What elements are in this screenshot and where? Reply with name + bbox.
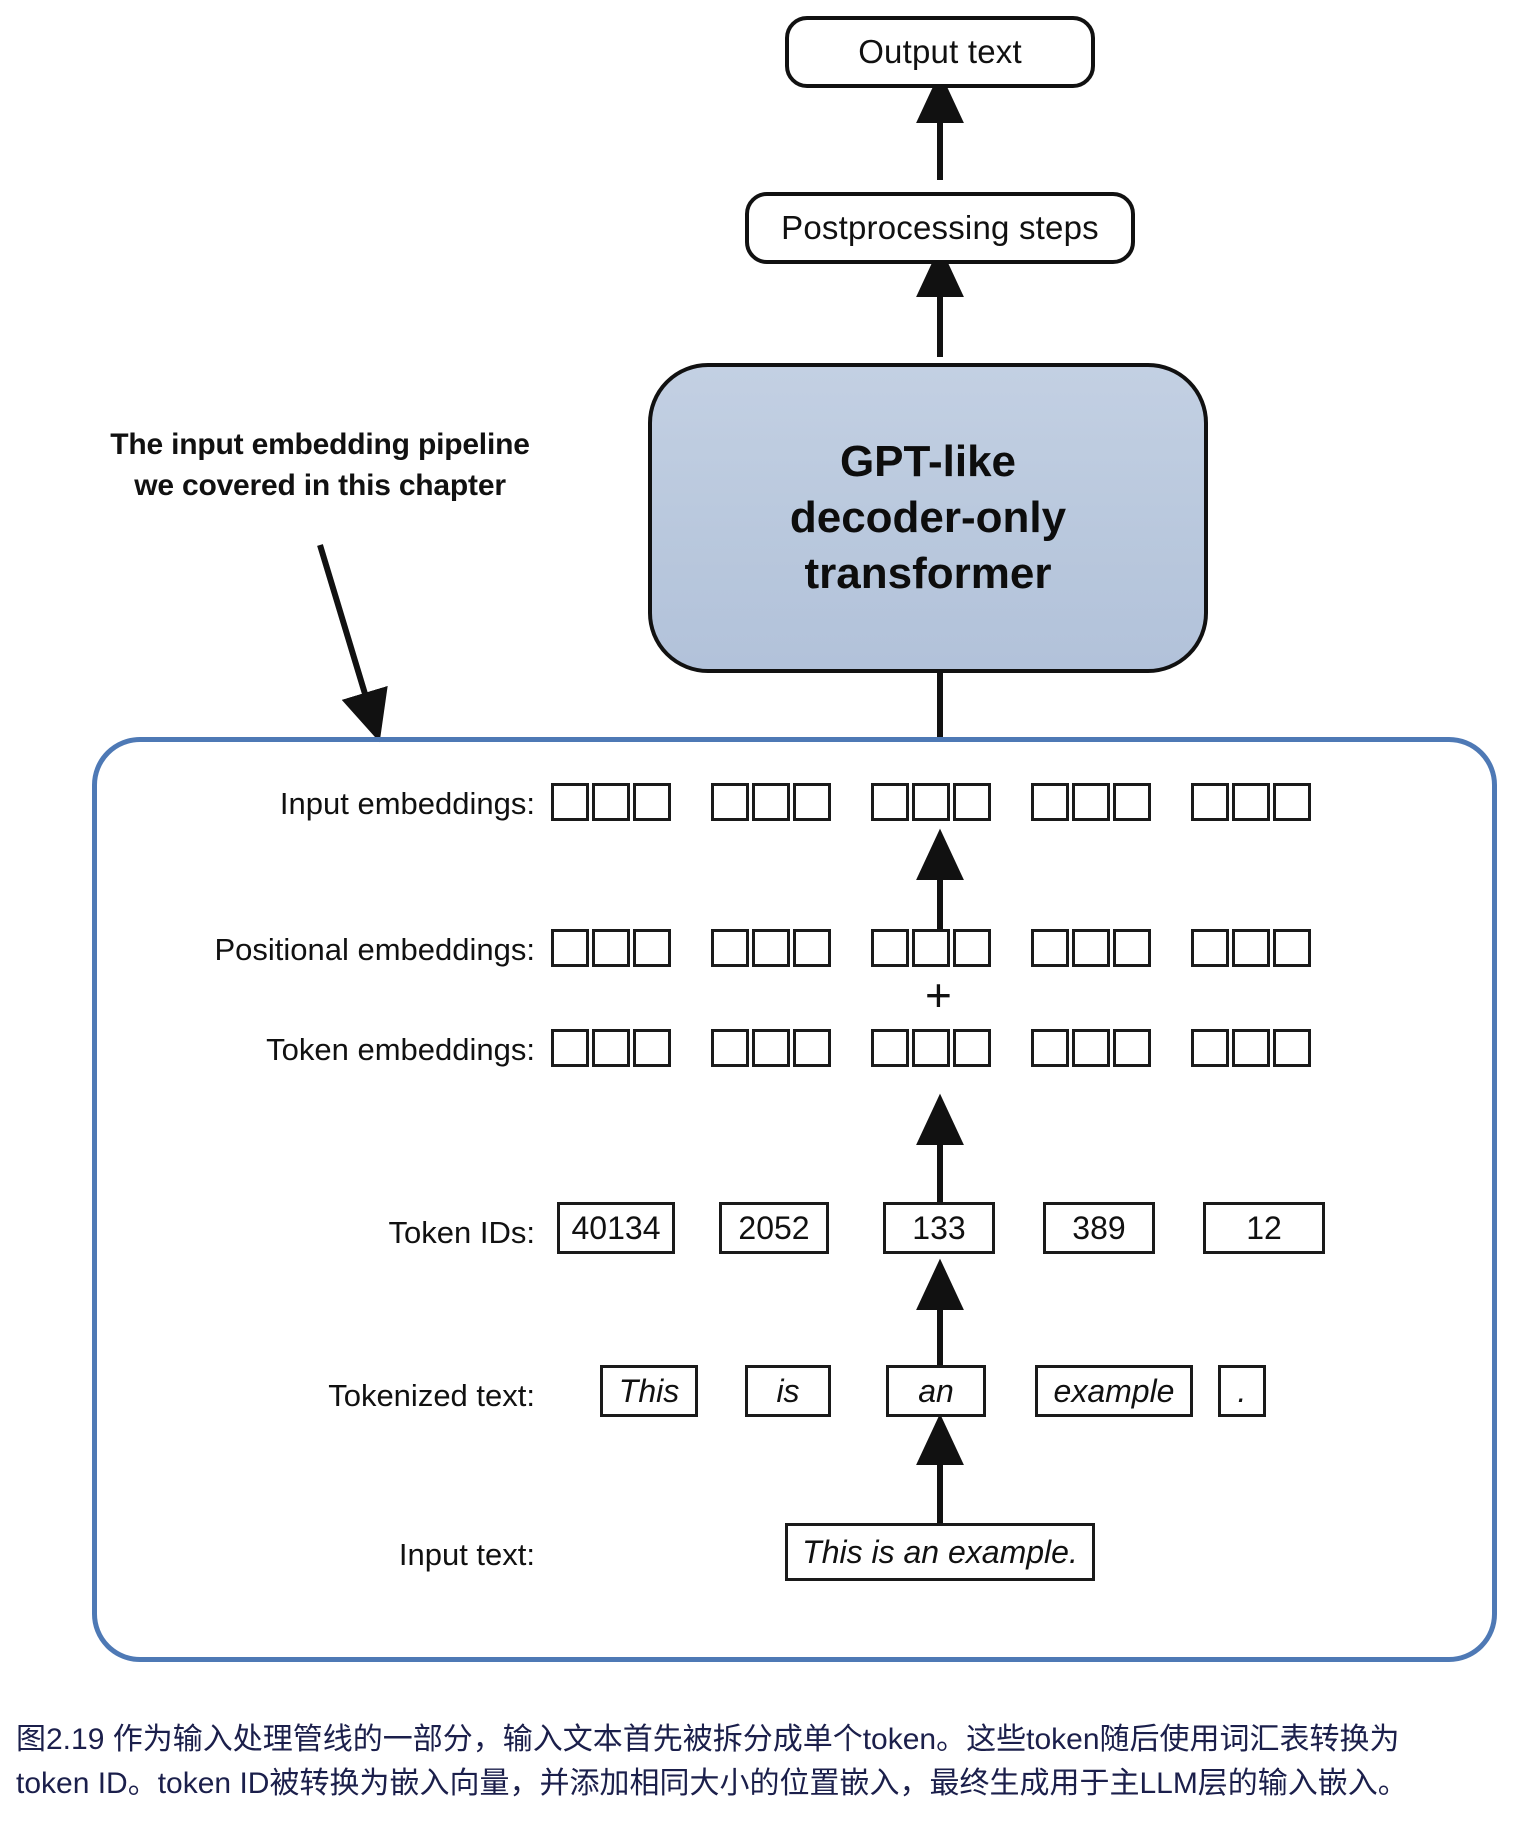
input-embeddings-group-2 xyxy=(711,783,831,821)
input-embeddings-group-4 xyxy=(1031,783,1151,821)
embedding-cell xyxy=(711,783,749,821)
embedding-cell xyxy=(1191,783,1229,821)
row-label-token-ids: Token IDs: xyxy=(388,1215,535,1250)
positional-embeddings-group-4 xyxy=(1031,929,1151,967)
positional-embeddings-group-5 xyxy=(1191,929,1311,967)
embedding-cell xyxy=(1191,1029,1229,1067)
embedding-cell xyxy=(1273,1029,1311,1067)
embedding-cell xyxy=(1031,783,1069,821)
input-embeddings-group-1 xyxy=(551,783,671,821)
token-id-box-3: 133 xyxy=(883,1202,995,1254)
embedding-cell xyxy=(551,929,589,967)
token-id-box-2: 2052 xyxy=(719,1202,829,1254)
token-embeddings-group-1 xyxy=(551,1029,671,1067)
embedding-cell xyxy=(752,783,790,821)
embedding-cell xyxy=(592,929,630,967)
embedding-cell xyxy=(1072,929,1110,967)
plus-symbol: + xyxy=(925,969,952,1021)
row-label-positional-embeddings: Positional embeddings: xyxy=(214,932,535,967)
token-id-box-4: 389 xyxy=(1043,1202,1155,1254)
token-embeddings-group-3 xyxy=(871,1029,991,1067)
positional-embeddings-group-3 xyxy=(871,929,991,967)
embedding-cell xyxy=(953,1029,991,1067)
token-embeddings-group-4 xyxy=(1031,1029,1151,1067)
embedding-cell xyxy=(633,1029,671,1067)
embedding-cell xyxy=(752,929,790,967)
embedding-cell xyxy=(793,1029,831,1067)
embedding-cell xyxy=(1031,929,1069,967)
postprocessing-label: Postprocessing steps xyxy=(781,209,1099,246)
input-embedding-pipeline-container xyxy=(92,737,1497,1662)
embedding-cell xyxy=(1232,1029,1270,1067)
row-label-input-embeddings: Input embeddings: xyxy=(279,786,535,821)
embedding-cell xyxy=(1232,929,1270,967)
token-box-4: example xyxy=(1035,1365,1193,1417)
positional-embeddings-group-1 xyxy=(551,929,671,967)
embedding-cell xyxy=(1072,1029,1110,1067)
input-embeddings-group-5 xyxy=(1191,783,1311,821)
embedding-cell xyxy=(752,1029,790,1067)
embedding-cell xyxy=(1191,929,1229,967)
pipeline-annotation: The input embedding pipeline we covered … xyxy=(110,428,530,502)
embedding-cell xyxy=(1113,1029,1151,1067)
row-label-input-text: Input text: xyxy=(398,1537,535,1572)
token-box-5: . xyxy=(1218,1365,1266,1417)
arrow-annotation-callout xyxy=(317,544,388,743)
figure-caption-line-1: 图2.19 作为输入处理管线的一部分，输入文本首先被拆分成单个token。这些t… xyxy=(16,1723,1400,1756)
embedding-cell xyxy=(1113,783,1151,821)
output-text-box: Output text xyxy=(785,16,1095,88)
embedding-cell xyxy=(551,1029,589,1067)
token-id-box-1: 40134 xyxy=(557,1202,675,1254)
embedding-cell xyxy=(871,1029,909,1067)
embedding-cell xyxy=(711,929,749,967)
embedding-cell xyxy=(793,783,831,821)
embedding-cell xyxy=(711,1029,749,1067)
gpt-decoder-block: GPT-like decoder-only transformer xyxy=(648,363,1208,673)
postprocessing-box: Postprocessing steps xyxy=(745,192,1135,264)
embedding-cell xyxy=(912,929,950,967)
token-box-2: is xyxy=(745,1365,831,1417)
embedding-cell xyxy=(953,929,991,967)
token-embeddings-group-5 xyxy=(1191,1029,1311,1067)
embedding-cell xyxy=(592,1029,630,1067)
embedding-cell xyxy=(871,929,909,967)
embedding-cell xyxy=(633,929,671,967)
input-text-box: This is an example. xyxy=(785,1523,1095,1581)
token-box-1: This xyxy=(600,1365,698,1417)
embedding-cell xyxy=(1113,929,1151,967)
token-box-3: an xyxy=(886,1365,986,1417)
row-label-token-embeddings: Token embeddings: xyxy=(266,1032,535,1067)
output-text-label: Output text xyxy=(858,33,1022,70)
figure-caption-line-2: token ID。token ID被转换为嵌入向量，并添加相同大小的位置嵌入，最… xyxy=(16,1767,1408,1800)
positional-embeddings-group-2 xyxy=(711,929,831,967)
gpt-decoder-label: GPT-like decoder-only transformer xyxy=(789,436,1067,599)
input-embeddings-group-3 xyxy=(871,783,991,821)
embedding-cell xyxy=(1273,929,1311,967)
token-embeddings-group-2 xyxy=(711,1029,831,1067)
embedding-cell xyxy=(592,783,630,821)
embedding-cell xyxy=(953,783,991,821)
embedding-cell xyxy=(793,929,831,967)
embedding-cell xyxy=(1232,783,1270,821)
embedding-cell xyxy=(1031,1029,1069,1067)
embedding-cell xyxy=(551,783,589,821)
row-label-tokenized-text: Tokenized text: xyxy=(328,1378,535,1413)
embedding-cell xyxy=(1273,783,1311,821)
embedding-cell xyxy=(871,783,909,821)
embedding-cell xyxy=(912,783,950,821)
embedding-cell xyxy=(1072,783,1110,821)
embedding-cell xyxy=(912,1029,950,1067)
token-id-box-5: 12 xyxy=(1203,1202,1325,1254)
embedding-cell xyxy=(633,783,671,821)
